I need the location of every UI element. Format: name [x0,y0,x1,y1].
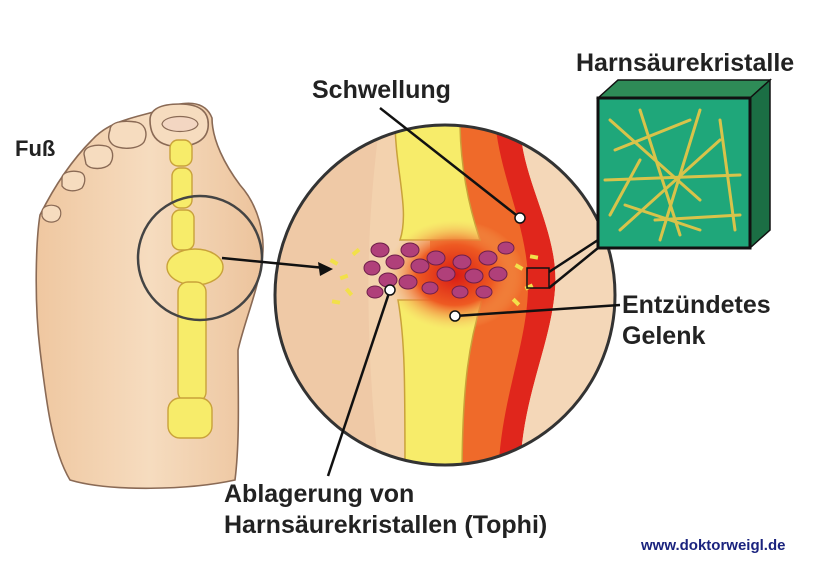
line-tophi [326,289,392,477]
connector-lines [221,107,621,477]
label-inflamed-joint: Entzündetes Gelenk [622,290,771,352]
tophi-cluster [363,241,515,299]
label-crystals: Harnsäurekristalle [576,49,795,77]
line-swelling [379,107,521,219]
label-joint-line1: Entzündetes [622,291,771,319]
lower-bone [397,299,484,465]
crystal-specks [329,247,539,307]
label-foot: Fuß [15,136,56,161]
arrow-foot-to-magnifier [221,256,326,270]
line-crystal-box [548,238,599,274]
label-tophi: Ablagerung von Harnsäurekristallen (Toph… [224,479,547,541]
toe-3 [83,144,114,170]
crystal-needles [603,108,742,242]
toe-4 [61,170,86,192]
website-link[interactable]: www.doktorweigl.de [641,537,786,554]
toe-5 [41,204,62,223]
label-tophi-line2: Harnsäurekristallen (Tophi) [224,511,548,539]
pointer-dots [384,212,526,322]
magnified-joint [273,123,617,467]
big-toe-nail [161,115,199,133]
line-crystal-box-2 [548,247,599,289]
foot-illustration [35,102,264,490]
label-tophi-line1: Ablagerung von [224,480,415,508]
toe-2 [107,120,147,149]
joint-magnifier-ring [136,194,264,322]
line-joint [454,303,621,318]
label-joint-line2: Gelenk [622,322,706,350]
crystal-detail-marker [526,267,550,289]
label-swelling: Schwellung [312,76,451,104]
crystal-box [596,78,772,250]
magnifier-circle [273,123,617,467]
